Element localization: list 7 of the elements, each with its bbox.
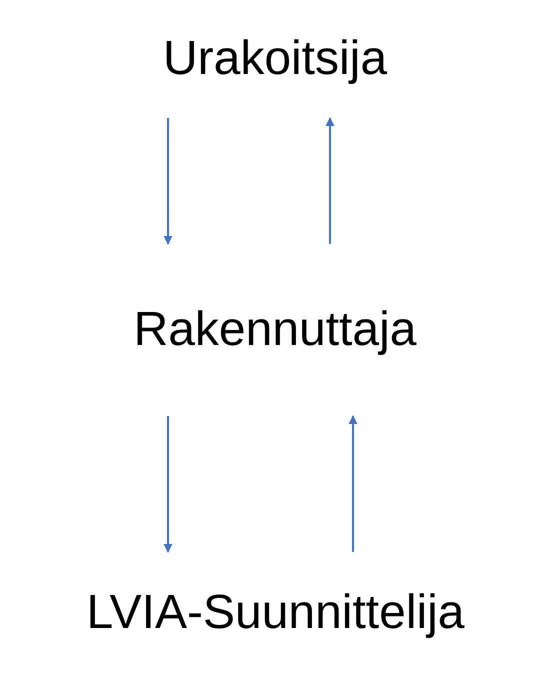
arrow <box>164 416 172 553</box>
arrow <box>348 415 358 552</box>
arrow <box>326 117 334 244</box>
arrow <box>164 118 172 245</box>
node-label: Rakennuttaja <box>134 302 416 358</box>
node-label: Urakoitsija <box>162 31 388 87</box>
node-label: LVIA-Suunnittelija <box>86 584 464 640</box>
